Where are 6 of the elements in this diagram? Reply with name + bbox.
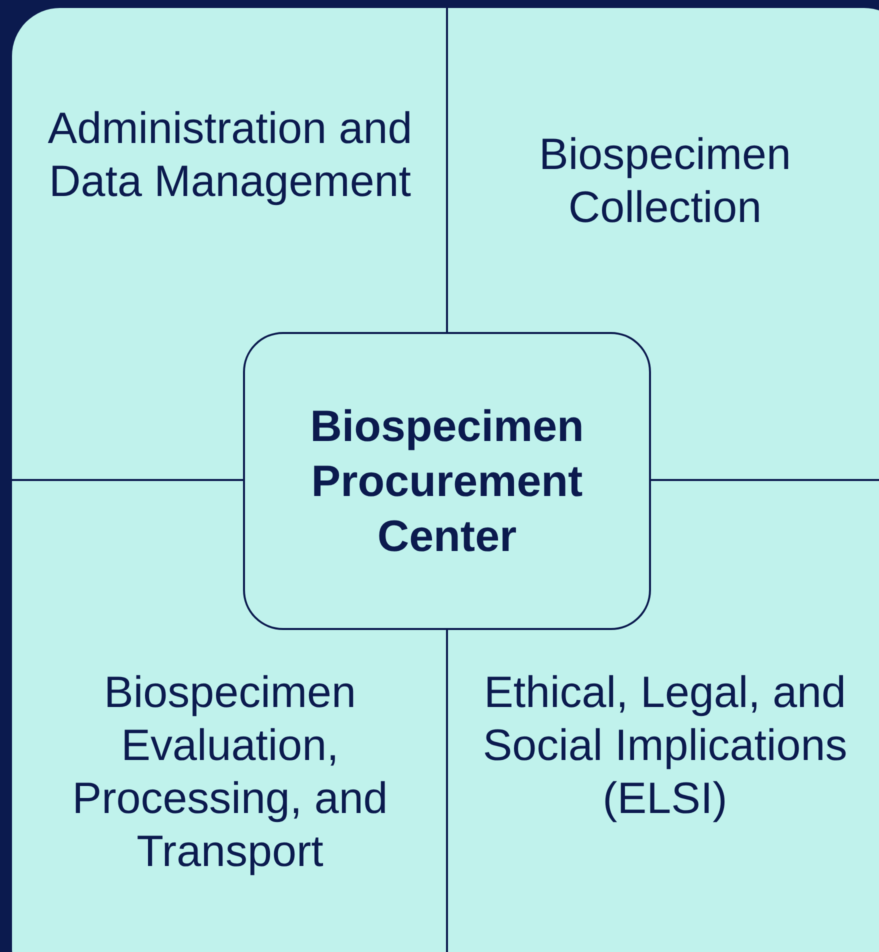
quadrant-label: Administration and Data Management (46, 103, 414, 208)
center-box (243, 332, 651, 630)
quadrant-label: Biospecimen Collection (538, 129, 792, 234)
quadrant-label: Biospecimen Evaluation, Processing, and Transport (71, 667, 389, 878)
quadrant-label: Ethical, Legal, and Social Implications (ELSI) (482, 667, 848, 825)
center-title: Biospecimen Procurement Center (309, 400, 585, 562)
